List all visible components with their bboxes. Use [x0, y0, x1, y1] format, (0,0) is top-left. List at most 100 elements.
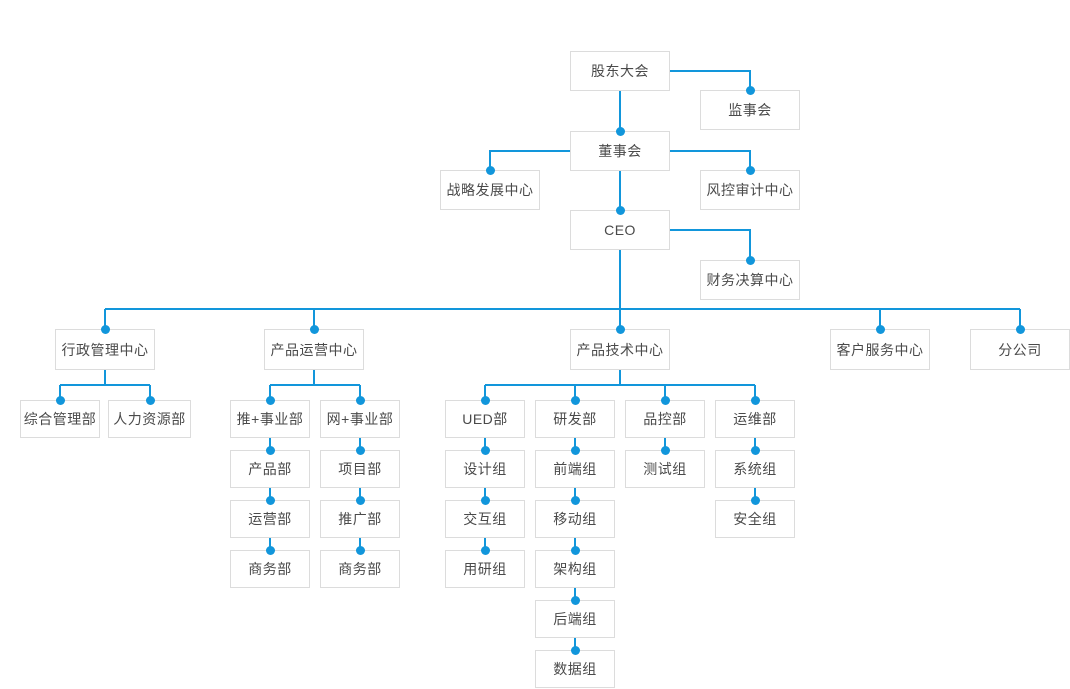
org-node-label: 品控部 [643, 411, 687, 427]
org-node[interactable]: 架构组 [535, 550, 615, 588]
org-node[interactable]: 数据组 [535, 650, 615, 688]
connector-dot-icon [480, 395, 490, 405]
connector-line [670, 70, 751, 90]
connector-line [484, 370, 756, 400]
org-node-label: 安全组 [733, 511, 777, 527]
org-node-label: 战略发展中心 [446, 182, 534, 198]
connector-dot-icon [875, 324, 885, 334]
org-node[interactable]: 监事会 [700, 90, 800, 130]
org-node[interactable]: 人力资源部 [108, 400, 191, 438]
org-node-label: 推广部 [338, 511, 382, 527]
org-node[interactable]: 商务部 [230, 550, 310, 588]
org-node-label: 数据组 [553, 661, 597, 677]
connector-dot-icon [570, 545, 580, 555]
connector-dot-icon [660, 395, 670, 405]
org-node[interactable]: 风控审计中心 [700, 170, 800, 210]
org-node[interactable]: 客户服务中心 [830, 329, 930, 370]
org-node[interactable]: 移动组 [535, 500, 615, 538]
org-node[interactable]: 安全组 [715, 500, 795, 538]
org-node-label: 客户服务中心 [836, 341, 924, 358]
connector-dot-icon [485, 165, 495, 175]
org-node[interactable]: 项目部 [320, 450, 400, 488]
org-node-label: 综合管理部 [23, 411, 97, 427]
org-node-label: 行政管理中心 [61, 341, 149, 358]
org-node-label: 股东大会 [591, 63, 649, 79]
org-node-label: 前端组 [553, 461, 597, 477]
connector-dot-icon [355, 545, 365, 555]
connector-dot-icon [750, 495, 760, 505]
org-node-label: 运营部 [248, 511, 292, 527]
org-node[interactable]: CEO [570, 210, 670, 250]
org-node[interactable]: 品控部 [625, 400, 705, 438]
connector-dot-icon [265, 445, 275, 455]
connector-dot-icon [480, 495, 490, 505]
connector-dot-icon [265, 545, 275, 555]
connector-dot-icon [570, 645, 580, 655]
connector-dot-icon [355, 445, 365, 455]
org-node-label: 推+事业部 [236, 411, 304, 427]
org-node[interactable]: 交互组 [445, 500, 525, 538]
connector-dot-icon [745, 255, 755, 265]
org-node-label: 研发部 [553, 411, 597, 427]
org-node-label: 产品运营中心 [270, 341, 358, 358]
connector-dot-icon [480, 545, 490, 555]
connector-line [670, 150, 751, 170]
org-node-label: 移动组 [553, 511, 597, 527]
org-node[interactable]: 董事会 [570, 131, 670, 171]
org-node-label: 网+事业部 [326, 411, 394, 427]
org-node[interactable]: 股东大会 [570, 51, 670, 91]
connector-dot-icon [55, 395, 65, 405]
connector-dot-icon [480, 445, 490, 455]
org-node[interactable]: 系统组 [715, 450, 795, 488]
org-node[interactable]: 战略发展中心 [440, 170, 540, 210]
org-node-label: 产品部 [248, 461, 292, 477]
org-node[interactable]: 推广部 [320, 500, 400, 538]
org-node-label: 交互组 [463, 511, 507, 527]
org-node[interactable]: 综合管理部 [20, 400, 100, 438]
org-node[interactable]: 用研组 [445, 550, 525, 588]
connector-dot-icon [570, 445, 580, 455]
connector-line [59, 370, 151, 400]
connector-dot-icon [100, 324, 110, 334]
connector-dot-icon [615, 126, 625, 136]
org-node[interactable]: 后端组 [535, 600, 615, 638]
org-node[interactable]: 财务决算中心 [700, 260, 800, 300]
org-node[interactable]: 网+事业部 [320, 400, 400, 438]
connector-dot-icon [1015, 324, 1025, 334]
org-node[interactable]: 产品部 [230, 450, 310, 488]
org-node-label: 人力资源部 [113, 411, 186, 427]
org-node[interactable]: 商务部 [320, 550, 400, 588]
org-node-label: 系统组 [733, 461, 777, 477]
org-node-label: 商务部 [338, 561, 382, 577]
connector-dot-icon [745, 165, 755, 175]
org-node[interactable]: 分公司 [970, 329, 1070, 370]
org-node[interactable]: 产品技术中心 [570, 329, 670, 370]
org-node-label: UED部 [462, 411, 508, 427]
org-node[interactable]: 运维部 [715, 400, 795, 438]
org-node-label: 项目部 [338, 461, 382, 477]
org-node[interactable]: 测试组 [625, 450, 705, 488]
org-node[interactable]: 研发部 [535, 400, 615, 438]
connector-dot-icon [570, 395, 580, 405]
connector-dot-icon [355, 395, 365, 405]
org-node-label: 分公司 [998, 341, 1042, 358]
org-node[interactable]: 推+事业部 [230, 400, 310, 438]
org-node-label: 商务部 [248, 561, 292, 577]
org-node-label: 用研组 [463, 561, 507, 577]
connector-dot-icon [265, 495, 275, 505]
org-node-label: 董事会 [598, 143, 642, 159]
org-node[interactable]: 运营部 [230, 500, 310, 538]
connector-dot-icon [745, 85, 755, 95]
org-node[interactable]: 设计组 [445, 450, 525, 488]
org-node[interactable]: 前端组 [535, 450, 615, 488]
connector-dot-icon [615, 205, 625, 215]
org-node-label: 风控审计中心 [706, 182, 794, 198]
org-node[interactable]: UED部 [445, 400, 525, 438]
connector-dot-icon [750, 395, 760, 405]
org-node-label: 财务决算中心 [706, 272, 794, 288]
org-node-label: 产品技术中心 [576, 341, 664, 358]
org-node[interactable]: 产品运营中心 [264, 329, 364, 370]
connector-line [489, 150, 570, 170]
org-node[interactable]: 行政管理中心 [55, 329, 155, 370]
